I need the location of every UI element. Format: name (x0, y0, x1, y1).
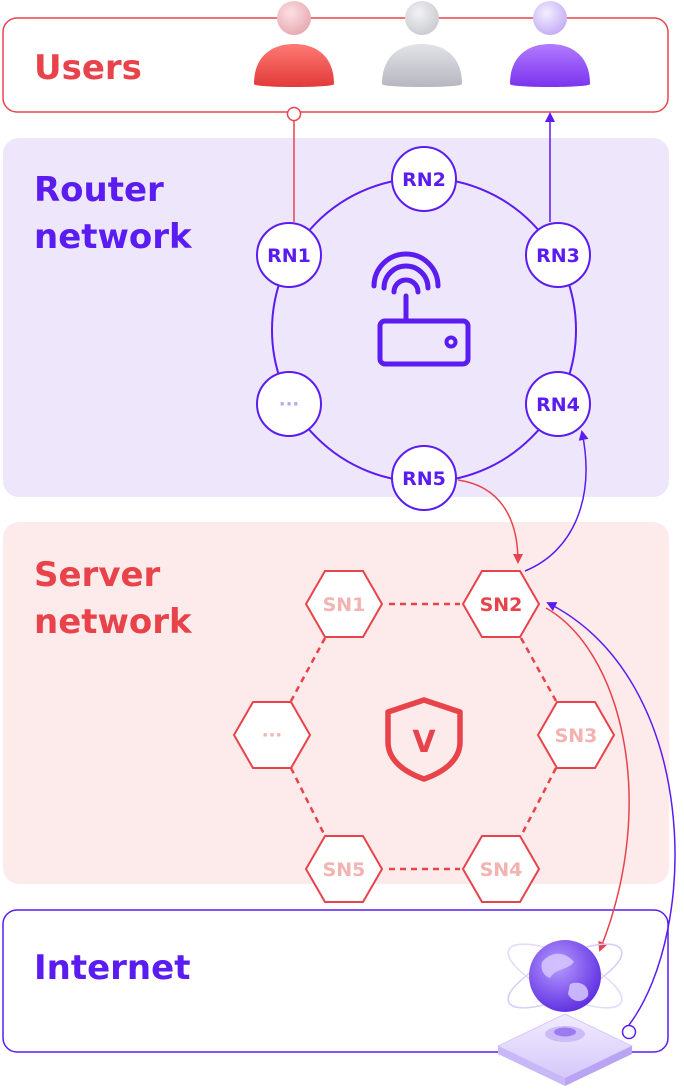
router-node-more: ··· (256, 371, 322, 437)
router-node-rn3: RN3 (525, 222, 591, 288)
server-node-sn4-label: SN4 (480, 859, 523, 881)
server-node-sn3: SN3 (536, 701, 616, 769)
link-sn2-to-rn4 (524, 430, 589, 572)
router-node-rn2-label: RN2 (402, 169, 446, 191)
link-internet-to-sn2 (546, 602, 676, 1026)
server-network-label-line2: network (34, 602, 193, 642)
router-node-rn5: RN5 (391, 445, 457, 511)
router-node-rn1: RN1 (256, 222, 322, 288)
shield-v-icon: V (385, 697, 463, 782)
link-rn5-to-sn2 (457, 479, 523, 564)
server-node-sn5-label: SN5 (323, 859, 366, 881)
server-node-sn4: SN4 (461, 835, 541, 903)
link-start-dot-user (286, 106, 302, 122)
router-network-label-line2: network (34, 217, 193, 257)
router-node-more-label: ··· (279, 394, 300, 415)
link-start-dot-internet (621, 1024, 637, 1040)
user-icon-purple (510, 1, 590, 87)
internet-panel (2, 909, 669, 1053)
server-node-sn1: SN1 (304, 570, 384, 638)
user-icon-gray (382, 1, 462, 87)
router-icon (371, 251, 471, 367)
users-label: Users (34, 48, 142, 88)
router-node-rn2: RN2 (391, 146, 457, 212)
router-node-rn4-label: RN4 (536, 394, 580, 416)
router-network-label-line1: Router (34, 170, 164, 210)
server-ring (289, 602, 558, 871)
link-sn2-to-internet (545, 607, 630, 952)
server-node-more: ··· (232, 701, 312, 769)
shield-letter: V (412, 725, 436, 760)
server-node-sn2-label: SN2 (480, 594, 523, 616)
router-node-rn5-label: RN5 (402, 468, 446, 490)
server-node-sn3-label: SN3 (555, 725, 598, 747)
server-network-label-line1: Server (34, 555, 161, 595)
server-node-sn2: SN2 (461, 570, 541, 638)
server-node-sn1-label: SN1 (323, 594, 366, 616)
router-node-rn4: RN4 (525, 371, 591, 437)
user-icon-red (254, 1, 334, 87)
router-node-rn3-label: RN3 (536, 245, 580, 267)
users-panel (2, 17, 669, 113)
internet-label: Internet (34, 948, 190, 988)
router-network-panel (3, 138, 669, 497)
router-node-rn1-label: RN1 (267, 245, 311, 267)
globe-icon (496, 940, 634, 1086)
server-node-more-label: ··· (262, 725, 283, 746)
server-node-sn5: SN5 (304, 835, 384, 903)
